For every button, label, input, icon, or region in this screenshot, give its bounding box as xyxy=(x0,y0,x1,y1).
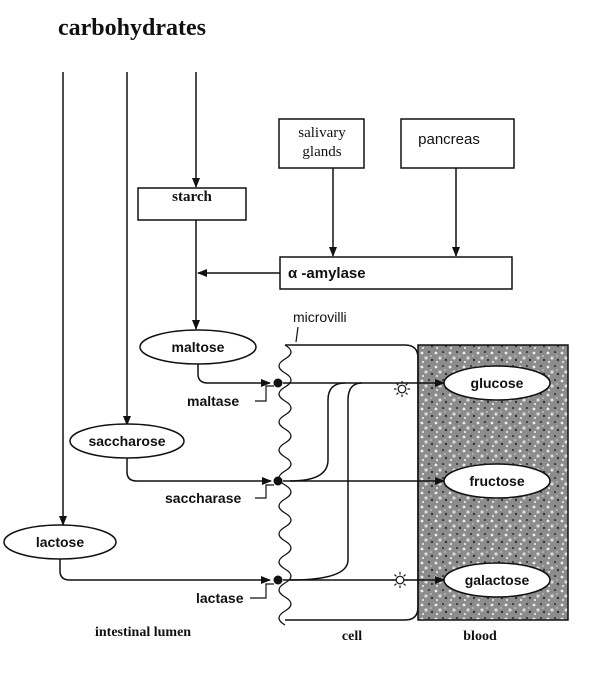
maltase-site xyxy=(273,378,283,388)
galactose-node xyxy=(443,562,551,598)
glucose-label: glucose xyxy=(471,375,524,391)
pancreas-label: pancreas xyxy=(418,131,480,148)
galactose-transporter-icon xyxy=(392,572,408,588)
lactase-glucose-branch xyxy=(289,382,363,581)
galactose-label: galactose xyxy=(465,572,530,588)
pancreas-box xyxy=(400,118,515,169)
saccharase-site xyxy=(273,476,283,486)
lactose-to-lactase-arrow xyxy=(59,559,271,584)
microvilli-label: microvilli xyxy=(293,309,347,325)
salivary-glands-label-line2: glands xyxy=(302,144,341,160)
starch-box xyxy=(137,187,247,221)
alpha-amylase-box xyxy=(279,256,513,290)
cell-outline xyxy=(285,344,419,621)
page-title: carbohydrates xyxy=(58,15,206,41)
maltose-label: maltose xyxy=(172,339,225,355)
maltase-pointer xyxy=(255,385,274,402)
starch-label: starch xyxy=(172,189,212,205)
salivary-glands-box xyxy=(278,118,365,169)
lactase-pointer xyxy=(250,583,274,599)
maltose-to-maltase-arrow xyxy=(197,364,271,387)
maltase-label: maltase xyxy=(187,393,239,409)
microvilli-pointer xyxy=(295,326,299,343)
intestinal-lumen-label: intestinal lumen xyxy=(95,625,191,640)
glucose-node xyxy=(443,365,551,401)
cell-label: cell xyxy=(342,629,362,644)
fructose-label: fructose xyxy=(469,473,524,489)
saccharose-to-saccharase-arrow xyxy=(126,458,272,485)
saccharase-pointer xyxy=(255,484,274,499)
saccharase-label: saccharase xyxy=(165,490,242,506)
alpha-amylase-label: α -amylase xyxy=(288,265,366,282)
glucose-transporter-icon xyxy=(394,381,410,397)
salivary-glands-label-line1: salivary xyxy=(298,125,346,141)
lactose-label: lactose xyxy=(36,534,84,550)
microvilli-membrane xyxy=(278,344,292,626)
lactase-site xyxy=(273,575,283,585)
saccharase-glucose-branch xyxy=(289,382,346,482)
lactase-label: lactase xyxy=(196,590,244,606)
blood-label: blood xyxy=(463,629,497,644)
saccharose-label: saccharose xyxy=(88,433,165,449)
fructose-node xyxy=(443,463,551,499)
